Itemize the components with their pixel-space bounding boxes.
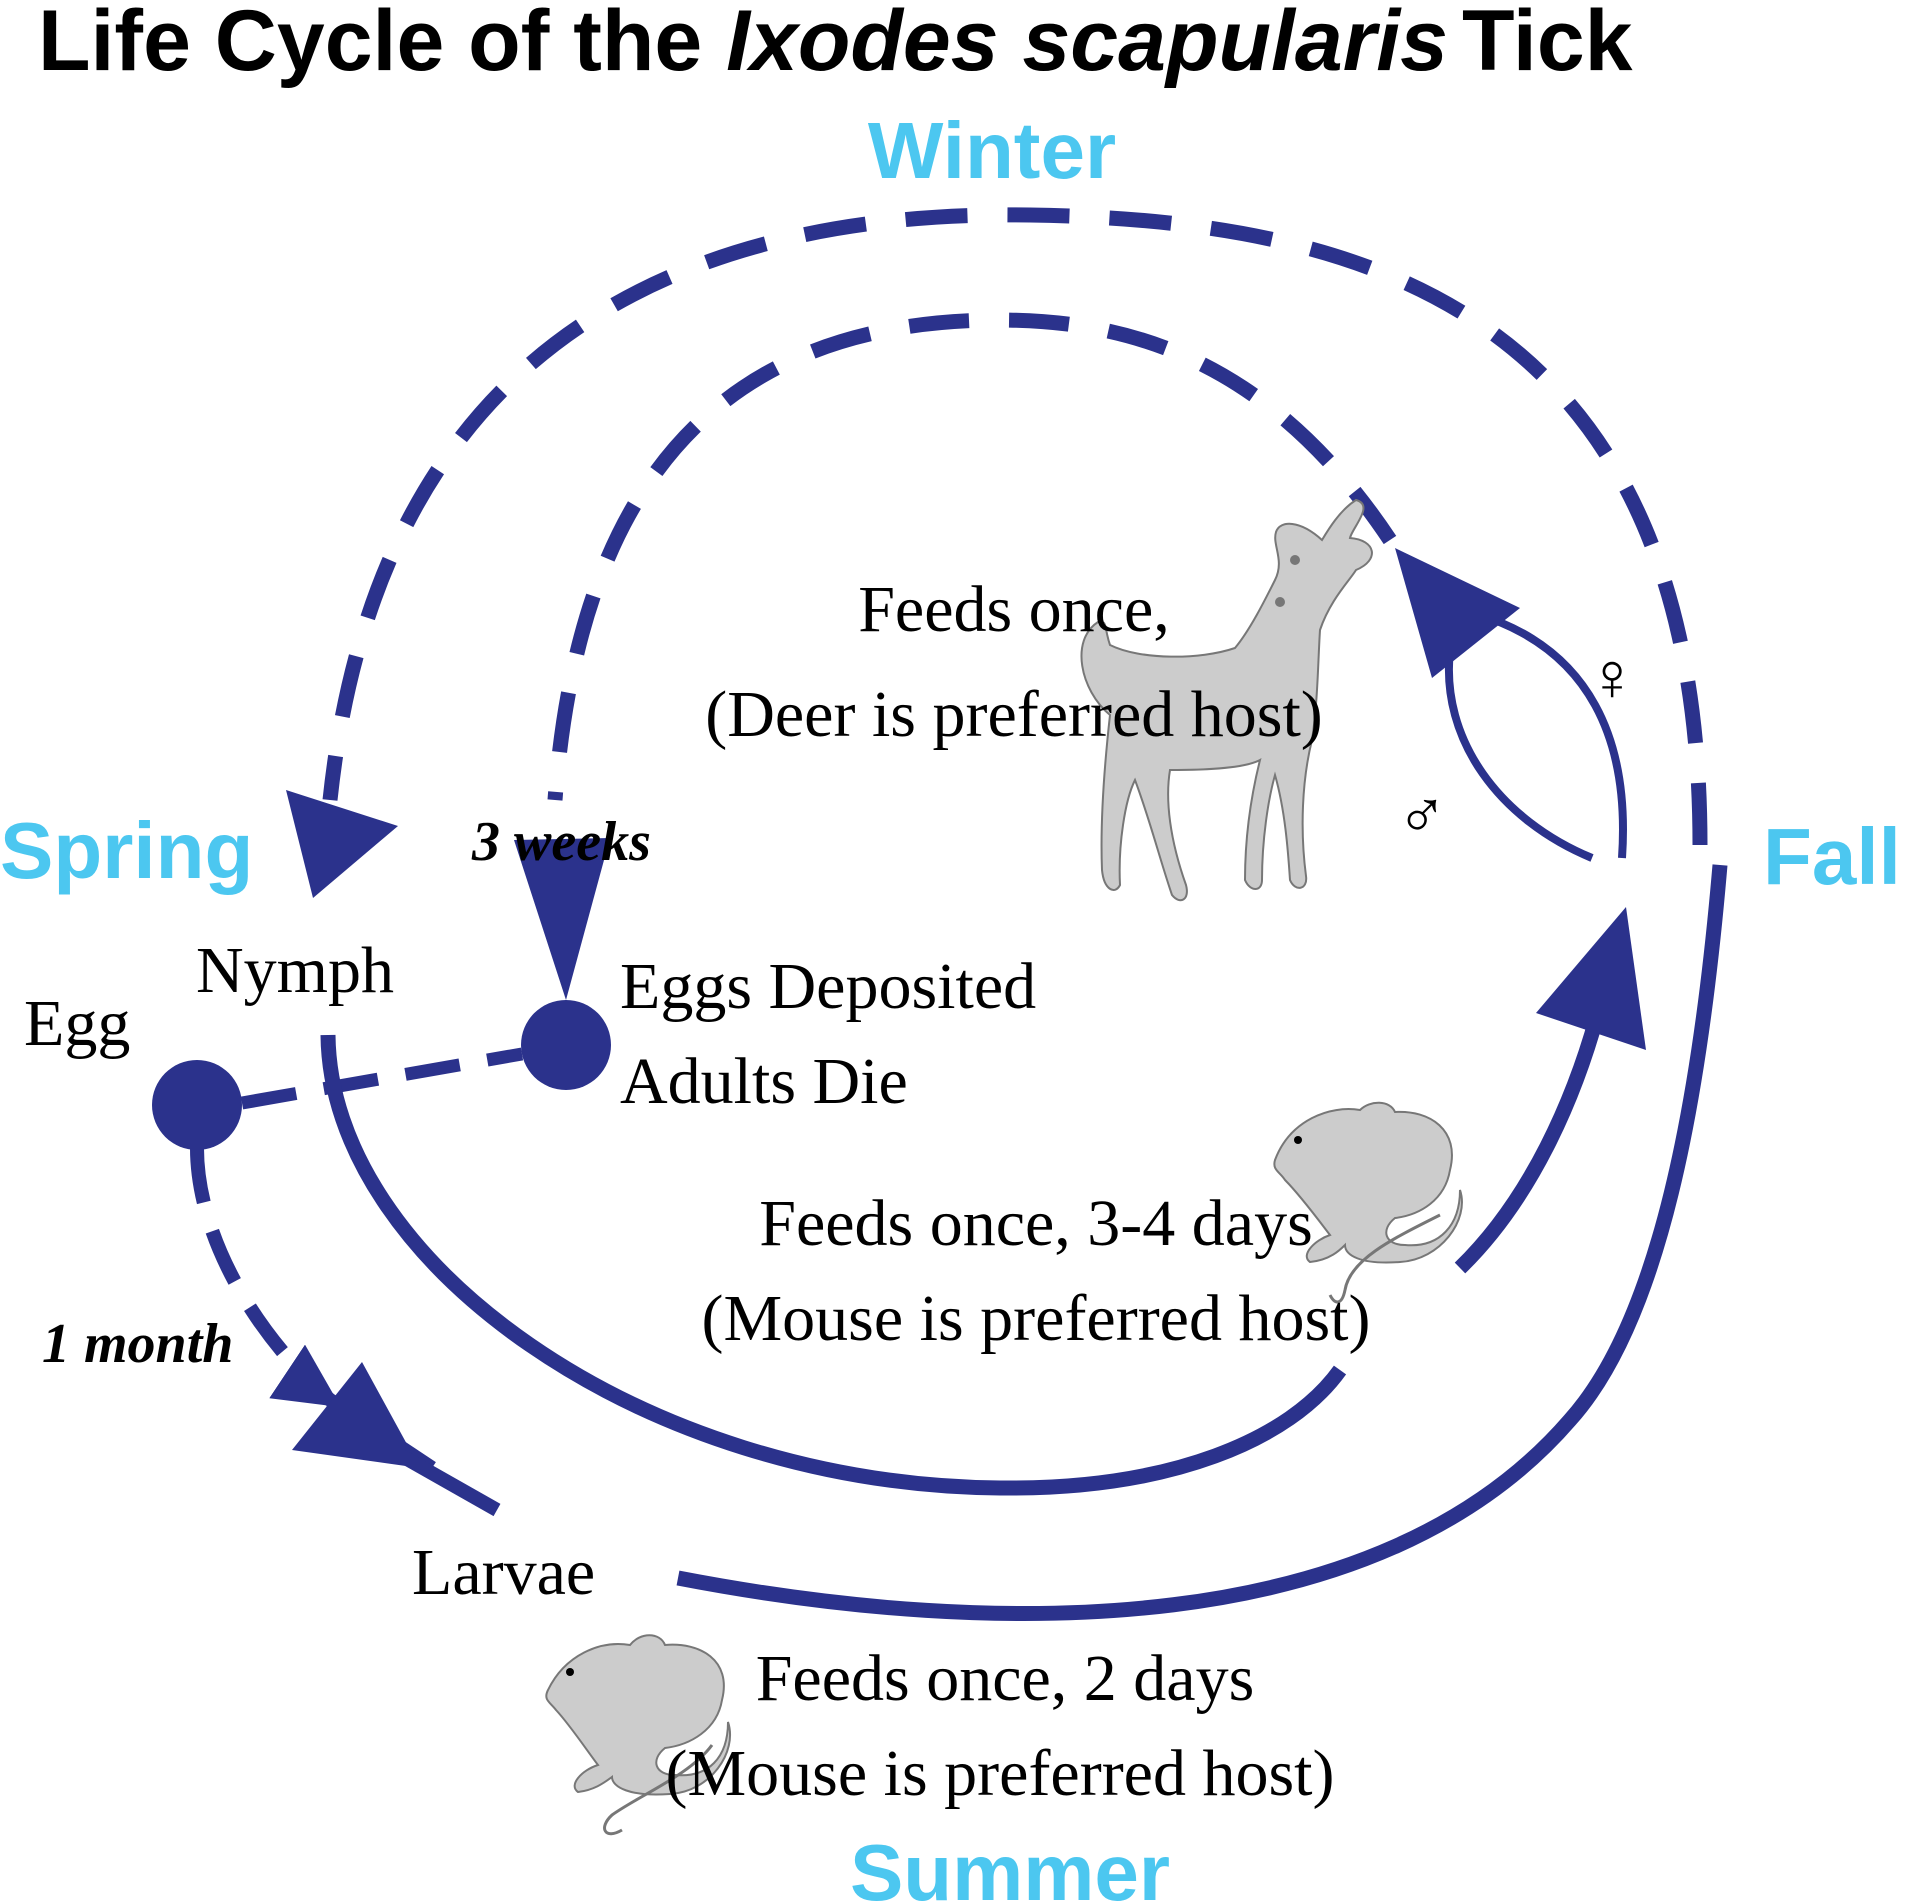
duration-3-weeks: 3 weeks bbox=[471, 811, 651, 873]
mouse-icon bbox=[1273, 1101, 1463, 1304]
egg-deposit-link bbox=[240, 1047, 524, 1110]
mating-arrowhead bbox=[1395, 548, 1520, 678]
adult-feeding-line2: (Deer is preferred host) bbox=[705, 678, 1323, 751]
fall-arrowhead bbox=[1536, 907, 1646, 1050]
stage-larvae-label: Larvae bbox=[412, 1536, 595, 1609]
stage-nymph-label: Nymph bbox=[196, 934, 394, 1007]
nymph-to-fall-path-upper bbox=[1454, 1003, 1608, 1274]
egg-node bbox=[152, 1060, 242, 1150]
male-mating-path bbox=[1444, 649, 1594, 862]
female-mating-path bbox=[1478, 611, 1627, 859]
adult-feeding-line1: Feeds once, bbox=[858, 573, 1170, 646]
adult-to-eggs-dashed-path bbox=[547, 312, 1397, 801]
eggs-deposited-label: Eggs Deposited bbox=[620, 950, 1036, 1023]
nymph-to-fall-path bbox=[320, 1034, 1347, 1496]
season-fall-label: Fall bbox=[1763, 812, 1901, 901]
fall-to-nymph-dashed-path bbox=[322, 207, 1708, 846]
eggs-deposited-arrowhead bbox=[514, 838, 610, 1000]
season-summer-label: Summer bbox=[850, 1828, 1170, 1903]
nymph-arrowhead bbox=[286, 790, 398, 898]
larvae-to-fall-path bbox=[676, 864, 1728, 1622]
adults-die-label: Adults Die bbox=[620, 1045, 908, 1118]
nymph-feeding-line2: (Mouse is preferred host) bbox=[702, 1282, 1371, 1355]
mouse-icon bbox=[545, 1634, 731, 1836]
larvae-feeding-line1: Feeds once, 2 days bbox=[756, 1642, 1255, 1715]
female-symbol: ♀ bbox=[1587, 639, 1638, 715]
male-symbol: ♂ bbox=[1397, 777, 1448, 853]
stage-egg-label: Egg bbox=[24, 987, 130, 1060]
season-winter-label: Winter bbox=[868, 106, 1116, 195]
deer-icon bbox=[1080, 498, 1373, 902]
larvae-feeding-line2: (Mouse is preferred host) bbox=[666, 1737, 1335, 1810]
duration-1-month: 1 month bbox=[42, 1313, 233, 1375]
nymph-feeding-line1: Feeds once, 3-4 days bbox=[759, 1187, 1313, 1260]
larvae-arrow-tail bbox=[396, 1448, 501, 1517]
egg-to-larvae-arrowhead bbox=[292, 1362, 420, 1468]
eggs-deposited-node bbox=[521, 1000, 611, 1090]
season-spring-label: Spring bbox=[0, 806, 253, 895]
